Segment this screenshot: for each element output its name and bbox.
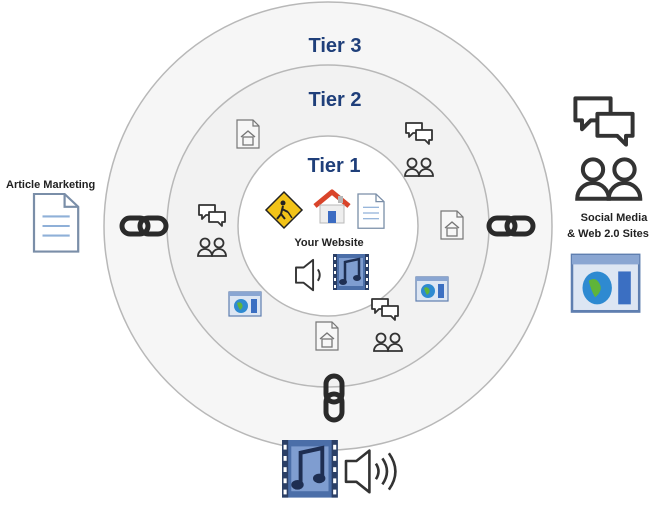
construction-sign-icon: [264, 190, 304, 230]
chat-bubbles-icon: [573, 96, 635, 147]
tier-1-ring: [237, 135, 419, 317]
web-2-sites-label: & Web 2.0 Sites: [567, 228, 649, 240]
browser-window-icon: [570, 253, 641, 313]
tier-2-label: Tier 2: [309, 89, 362, 111]
tier-1-label: Tier 1: [308, 155, 361, 177]
house-page-icon: [315, 321, 339, 351]
tier-3-label: Tier 3: [309, 35, 362, 57]
speaker-icon: [344, 449, 397, 494]
users-icon: [577, 159, 640, 198]
film-music-icon: [331, 252, 371, 292]
browser-window-icon: [415, 276, 449, 302]
browser-window-icon: [228, 291, 262, 317]
house-page-icon: [236, 119, 260, 149]
your-website-label: Your Website: [294, 237, 363, 249]
article-marketing-label: Article Marketing: [6, 179, 95, 191]
social-media-label: Social Media: [581, 212, 649, 224]
speaker-icon: [295, 258, 321, 292]
house-page-icon: [440, 210, 464, 240]
document-icon: [357, 193, 385, 229]
film-music-icon: [282, 440, 338, 498]
home-icon: [313, 189, 351, 224]
document-icon: [32, 192, 80, 253]
